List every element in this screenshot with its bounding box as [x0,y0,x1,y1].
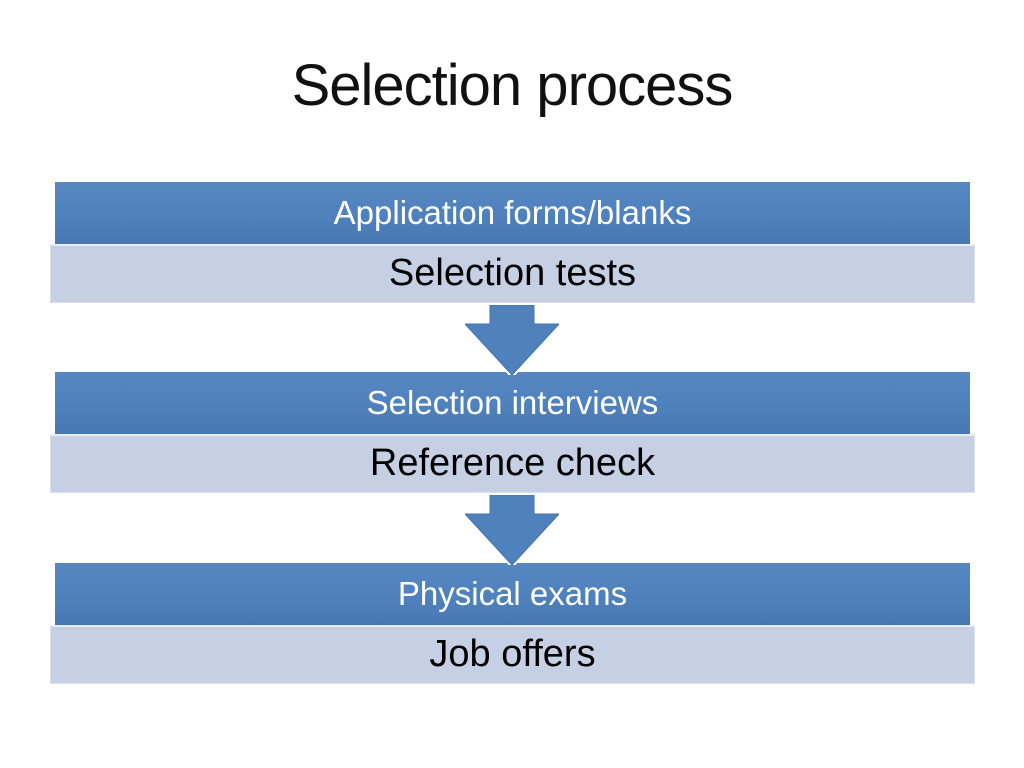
step-3-header: Physical exams [55,563,970,625]
step-1-header-label: Application forms/blanks [333,194,692,231]
step-block-2: Selection interviews Reference check [50,372,975,493]
step-2-subrow: Reference check [50,434,975,493]
slide-title: Selection process [291,53,734,118]
step-2-header: Selection interviews [55,372,970,434]
step-1-header: Application forms/blanks [55,182,970,244]
step-2-header-label: Selection interviews [366,384,659,421]
step-2-subrow-label: Reference check [369,442,656,484]
down-arrow-icon [465,495,559,565]
step-3-header-label: Physical exams [397,575,628,612]
step-3-subrow-label: Job offers [429,633,596,675]
step-1-subrow-label: Selection tests [388,252,637,294]
step-block-3: Physical exams Job offers [50,563,975,684]
step-1-subrow: Selection tests [50,244,975,303]
down-arrow-icon [465,305,559,375]
step-3-subrow: Job offers [50,625,975,684]
step-block-1: Application forms/blanks Selection tests [50,182,975,303]
